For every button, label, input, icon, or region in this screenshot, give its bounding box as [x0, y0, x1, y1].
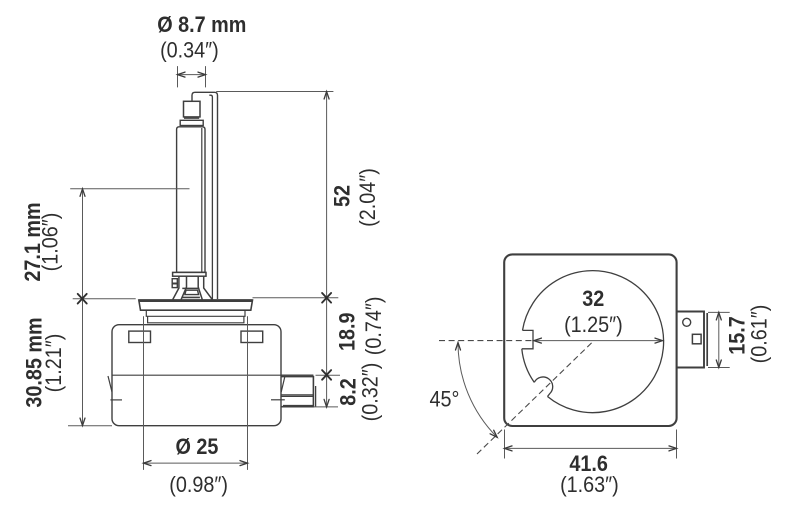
svg-text:(1.21″): (1.21″) — [42, 334, 66, 393]
svg-text:(1.25″): (1.25″) — [564, 313, 623, 337]
svg-text:(0.74″): (0.74″) — [362, 297, 386, 356]
svg-text:(1.06″): (1.06″) — [39, 213, 63, 272]
svg-text:(1.63″): (1.63″) — [560, 473, 619, 497]
svg-text:18.9: 18.9 — [335, 312, 359, 351]
svg-text:(0.32″): (0.32″) — [359, 363, 383, 422]
svg-text:(0.61″): (0.61″) — [747, 305, 771, 364]
svg-text:Ø 8.7 mm: Ø 8.7 mm — [157, 13, 246, 37]
svg-text:27.1 mm: 27.1 mm — [21, 202, 45, 281]
svg-text:32: 32 — [582, 287, 604, 311]
svg-text:15.7: 15.7 — [726, 316, 750, 355]
svg-text:(0.98″): (0.98″) — [169, 473, 228, 497]
svg-text:45°: 45° — [430, 387, 460, 411]
svg-text:(0.34″): (0.34″) — [160, 39, 219, 63]
svg-text:41.6: 41.6 — [569, 452, 608, 476]
svg-text:52: 52 — [330, 185, 354, 207]
svg-text:Ø 25: Ø 25 — [175, 435, 218, 459]
svg-text:30.85 mm: 30.85 mm — [23, 317, 47, 407]
svg-text:(2.04″): (2.04″) — [356, 168, 380, 227]
svg-text:8.2: 8.2 — [337, 378, 361, 406]
